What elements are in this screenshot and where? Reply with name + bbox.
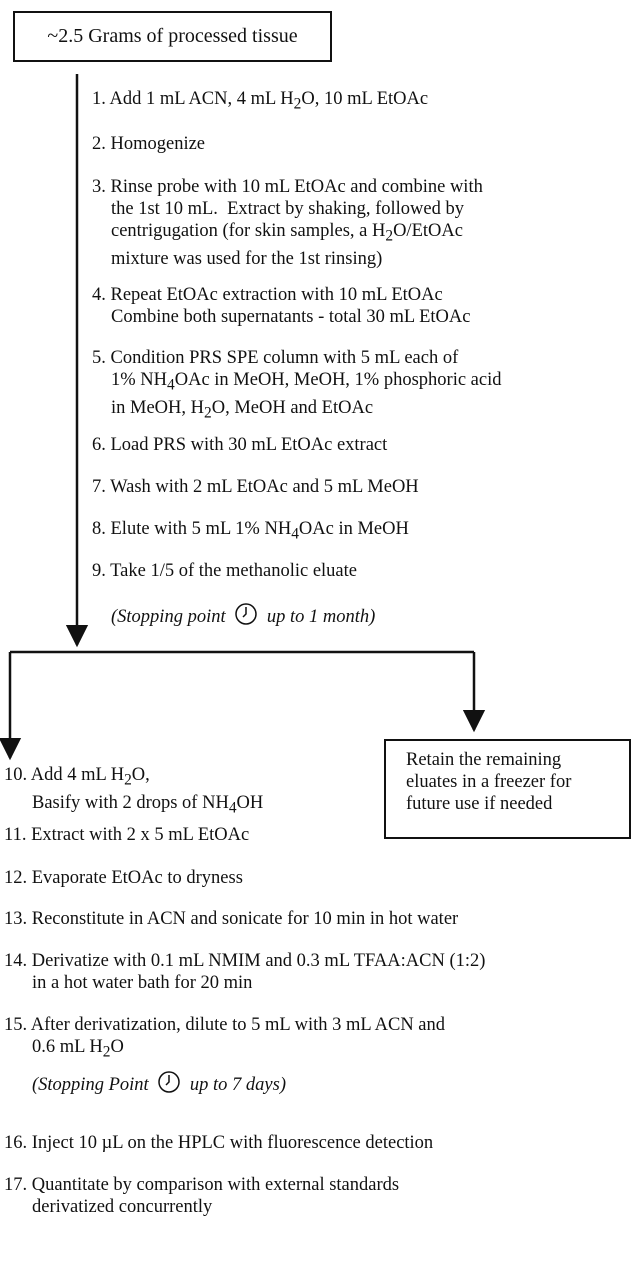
step-13: 13. Reconstitute in ACN and sonicate for…: [4, 909, 459, 929]
step-7: 7. Wash with 2 mL EtOAc and 5 mL MeOH: [92, 477, 419, 497]
step-16: 16. Inject 10 µL on the HPLC with fluore…: [4, 1133, 434, 1153]
stopping-point-1: (Stopping point up to 1 month): [92, 602, 375, 628]
step-10: 10. Add 4 mL H2O, Basify with 2 drops of…: [4, 765, 264, 817]
step-1: 1. Add 1 mL ACN, 4 mL H2O, 10 mL EtOAc: [92, 89, 429, 113]
step-15: 15. After derivatization, dilute to 5 mL…: [4, 1015, 446, 1061]
step-3: 3. Rinse probe with 10 mL EtOAc and comb…: [92, 177, 483, 269]
step-4: 4. Repeat EtOAc extraction with 10 mL Et…: [92, 285, 471, 327]
clock-icon: [235, 603, 257, 625]
clock-icon: [158, 1071, 181, 1093]
step-8: 8. Elute with 5 mL 1% NH4OAc in MeOH: [92, 519, 409, 543]
step-14: 14. Derivatize with 0.1 mL NMIM and 0.3 …: [4, 951, 486, 993]
step-9: 9. Take 1/5 of the methanolic eluate: [92, 561, 357, 581]
step-11: 11. Extract with 2 x 5 mL EtOAc: [4, 825, 250, 845]
step-6: 6. Load PRS with 30 mL EtOAc extract: [92, 435, 388, 455]
start-box-label: ~2.5 Grams of processed tissue: [47, 25, 298, 47]
step-12: 12. Evaporate EtOAc to dryness: [4, 868, 243, 888]
retain-box: Retain the remaining eluates in a freeze…: [384, 739, 631, 839]
step-17: 17. Quantitate by comparison with extern…: [4, 1175, 400, 1217]
step-5: 5. Condition PRS SPE column with 5 mL ea…: [92, 348, 502, 422]
step-2: 2. Homogenize: [92, 134, 206, 154]
stopping-point-2: (Stopping Point up to 7 days): [4, 1070, 286, 1096]
start-box: ~2.5 Grams of processed tissue: [13, 11, 332, 62]
